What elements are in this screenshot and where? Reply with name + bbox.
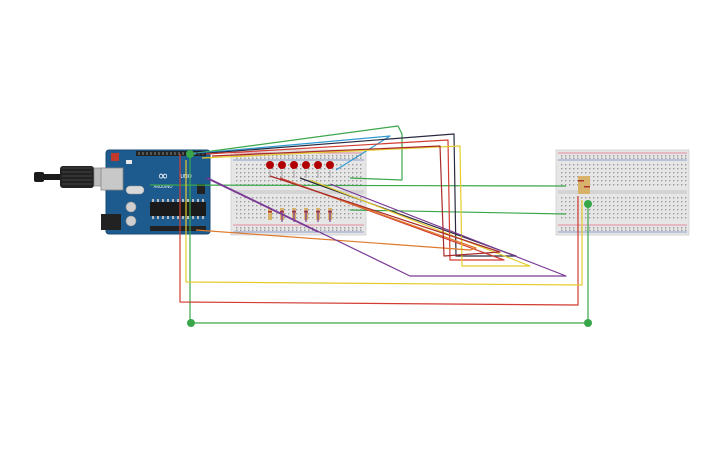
led-2[interactable] xyxy=(278,161,286,178)
wire-green[interactable] xyxy=(349,209,567,215)
wire-yellow[interactable] xyxy=(185,160,583,286)
wire-green[interactable] xyxy=(189,154,589,324)
led-row xyxy=(266,161,334,178)
wire-red[interactable] xyxy=(205,139,505,261)
resistor[interactable] xyxy=(268,208,272,220)
wire-black[interactable] xyxy=(195,133,517,257)
breadboard-secondary[interactable] xyxy=(555,149,690,236)
arduino-uno-board[interactable]: ∞ ARDUINO UNO xyxy=(100,149,211,235)
led-3[interactable] xyxy=(290,161,298,178)
led-5[interactable] xyxy=(314,161,322,178)
wire-darkred[interactable] xyxy=(211,145,501,257)
wire-green[interactable] xyxy=(189,125,403,181)
wire-purple[interactable] xyxy=(205,177,319,233)
usb-cable xyxy=(34,166,109,188)
wire-blue[interactable] xyxy=(189,135,391,171)
wire-orange[interactable] xyxy=(195,181,477,251)
wire-red[interactable] xyxy=(179,154,579,306)
led-6[interactable] xyxy=(326,161,334,178)
arduino-logo-text: ARDUINO xyxy=(154,184,173,189)
wire-junctions xyxy=(186,150,592,327)
led-4[interactable] xyxy=(302,161,310,178)
wire-green[interactable] xyxy=(149,184,567,187)
arduino-logo-symbol: ∞ xyxy=(158,169,169,184)
led-1[interactable] xyxy=(266,161,274,178)
